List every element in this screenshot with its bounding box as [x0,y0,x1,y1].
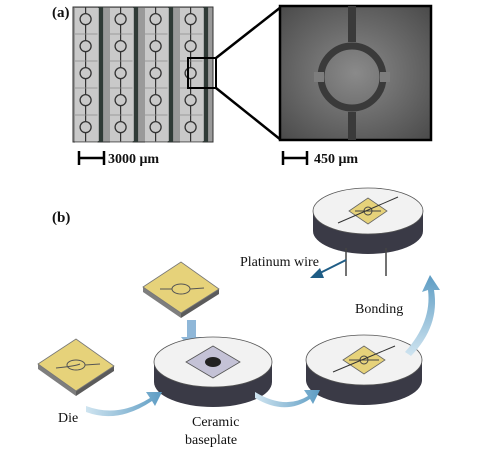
scale-bar-left: 3000 μm [79,151,159,167]
wafer-sensor-ring [80,14,91,25]
wafer-sensor-ring [185,41,196,52]
panel-a-label: (a) [52,5,70,21]
scale-label-left: 3000 μm [108,152,159,167]
bonding-label: Bonding [355,302,403,317]
panel-b-label: (b) [52,210,70,226]
wafer-sensor-ring [150,41,161,52]
die-above-baseplate [143,262,219,318]
process-arrow-die-to-baseplate [86,392,162,416]
wafer-sensor-ring [150,68,161,79]
wafer-sensor-ring [115,122,126,133]
scale-label-right: 450 μm [314,152,358,167]
die [38,339,114,396]
ceramic-label-line1: Ceramic [192,415,239,430]
ceramic-label-line2: baseplate [185,433,237,448]
wafer-sensor-ring [185,122,196,133]
wafer-sensor-ring [115,14,126,25]
wafer-sensor-ring [150,95,161,106]
wafer-sensor-ring [115,95,126,106]
platinum-wire-label: Platinum wire [240,255,319,270]
scale-bar-right: 450 μm [283,151,358,167]
wafer-sensor-ring [185,68,196,79]
wafer-sensor-ring [80,122,91,133]
wafer-sensor-ring [80,41,91,52]
process-arrow-bonding [405,275,440,356]
zoom-line-top [216,7,281,58]
zoomed-photo [280,6,431,140]
die-label: Die [58,411,78,426]
wafer-sensor-ring [80,68,91,79]
wafer-sensor-ring [115,68,126,79]
ceramic-baseplate [154,337,272,407]
wafer-sensor-ring [185,14,196,25]
wafer-sensor-ring [185,95,196,106]
wafer-sensor-ring [115,41,126,52]
wafer-sensor-ring [80,95,91,106]
assembled-disc [306,335,422,405]
wafer-sensor-ring [150,122,161,133]
wafer-photo [73,7,213,142]
wafer-sensor-ring [150,14,161,25]
zoom-line-bottom [216,88,281,140]
bonded-sensor-disc [313,188,423,276]
